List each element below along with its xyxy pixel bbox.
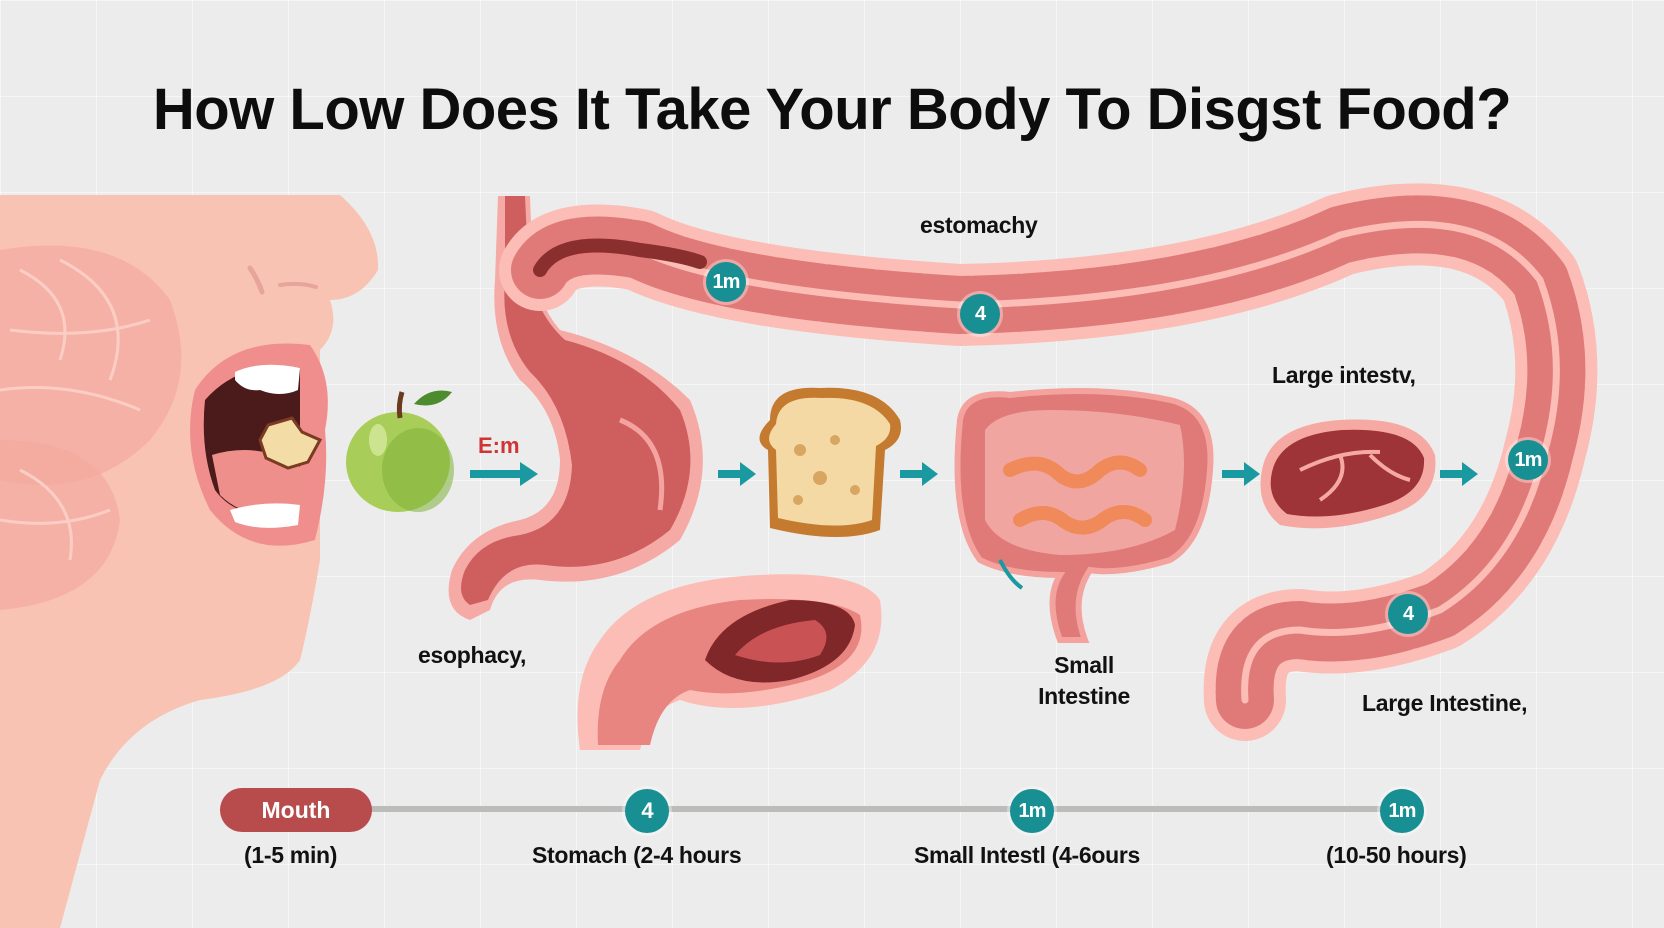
- large-intestine-top-label: Large intestv,: [1272, 362, 1416, 388]
- colon-badge-lower: 4: [1388, 594, 1428, 634]
- timeline-marker-stomach: 4: [625, 789, 669, 833]
- colon-badge-right: 1m: [1508, 440, 1548, 480]
- esophagus-label: esophacy,: [418, 642, 527, 668]
- liver-icon: [577, 574, 882, 750]
- timeline-caption-large-intestine: (10-50 hours): [1326, 842, 1467, 868]
- timeline-marker-mouth: Mouth: [220, 788, 372, 832]
- stomach-top-label: estomachy: [920, 212, 1038, 238]
- large-intestine-bottom-label: Large Intestine,: [1362, 690, 1528, 716]
- timeline-track: [320, 806, 1410, 812]
- mouth-icon: [190, 343, 328, 546]
- timeline-caption-stomach: Stomach (2-4 hours: [532, 842, 742, 868]
- small-intestine-label-line1: Small: [1054, 652, 1114, 678]
- small-intestine-label-line2: Intestine: [1038, 683, 1130, 709]
- bread-icon: [759, 387, 901, 538]
- colon-badge-top-left: 1m: [706, 262, 746, 302]
- colon-badge-top-mid: 4: [960, 294, 1000, 334]
- page-title: How Low Does It Take Your Body To Disgst…: [152, 77, 1512, 142]
- flow-arrows: [470, 462, 1478, 486]
- timeline-caption-mouth: (1-5 min): [244, 842, 338, 868]
- apple-icon: [346, 390, 454, 512]
- arrow-label: E:m: [478, 433, 520, 458]
- small-intestine-icon: [954, 388, 1214, 643]
- timeline-caption-small-intestine: Small Intestl (4-6ours: [914, 842, 1141, 868]
- steak-icon: [1260, 419, 1436, 529]
- timeline-marker-small-intestine: 1m: [1010, 789, 1054, 833]
- timeline-marker-large-intestine: 1m: [1380, 789, 1424, 833]
